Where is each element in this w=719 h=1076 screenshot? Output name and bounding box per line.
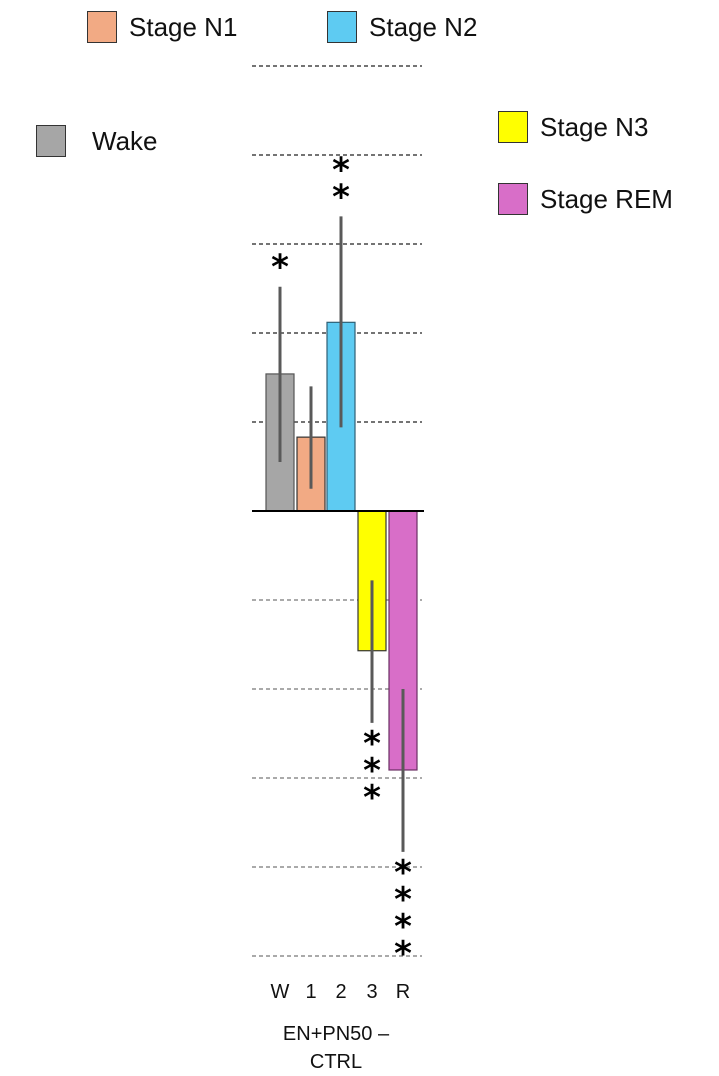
legend-item-stage-rem: Stage REM: [498, 183, 673, 215]
x-tick-label: W: [271, 981, 290, 1003]
legend-label-stage-n3: Stage N3: [540, 111, 649, 142]
significance-star: *: [394, 880, 412, 920]
x-tick-label: 1: [305, 981, 316, 1003]
significance-star: *: [332, 177, 350, 217]
x-tick-label: R: [396, 981, 410, 1003]
legend-item-stage-n2: Stage N2: [327, 11, 477, 43]
significance-star: *: [394, 853, 412, 893]
x-tick-label: 3: [366, 981, 377, 1003]
x-tick-label: 2: [335, 981, 346, 1003]
legend-item-wake: Wake: [36, 125, 158, 157]
legend-swatch-wake: [36, 125, 66, 157]
significance-star: *: [394, 907, 412, 947]
significance-star: *: [394, 934, 412, 974]
x-axis-label-line2: CTRL: [310, 1051, 362, 1073]
error-bars: [278, 216, 405, 852]
gridlines: [252, 65, 422, 957]
significance-star: *: [271, 248, 289, 288]
significance-star: *: [363, 778, 381, 818]
x-axis-label-line1: EN+PN50 –: [283, 1023, 390, 1045]
significance-star: *: [363, 751, 381, 791]
significance-markers: **********: [271, 150, 412, 973]
legend-swatch-stage-n1: [87, 11, 117, 43]
significance-star: *: [363, 724, 381, 764]
legend-label-stage-n1: Stage N1: [129, 11, 238, 42]
significance-star: *: [332, 150, 350, 190]
legend-swatch-stage-n2: [327, 11, 357, 43]
legend-swatch-stage-n3: [498, 111, 528, 143]
legend-item-stage-n1: Stage N1: [87, 11, 237, 43]
legend-item-stage-n3: Stage N3: [498, 111, 648, 143]
legend-swatch-stage-rem: [498, 183, 528, 215]
legend-label-stage-rem: Stage REM: [540, 183, 673, 214]
legend-label-stage-n2: Stage N2: [369, 11, 478, 42]
legend-label-wake: Wake: [92, 125, 158, 156]
